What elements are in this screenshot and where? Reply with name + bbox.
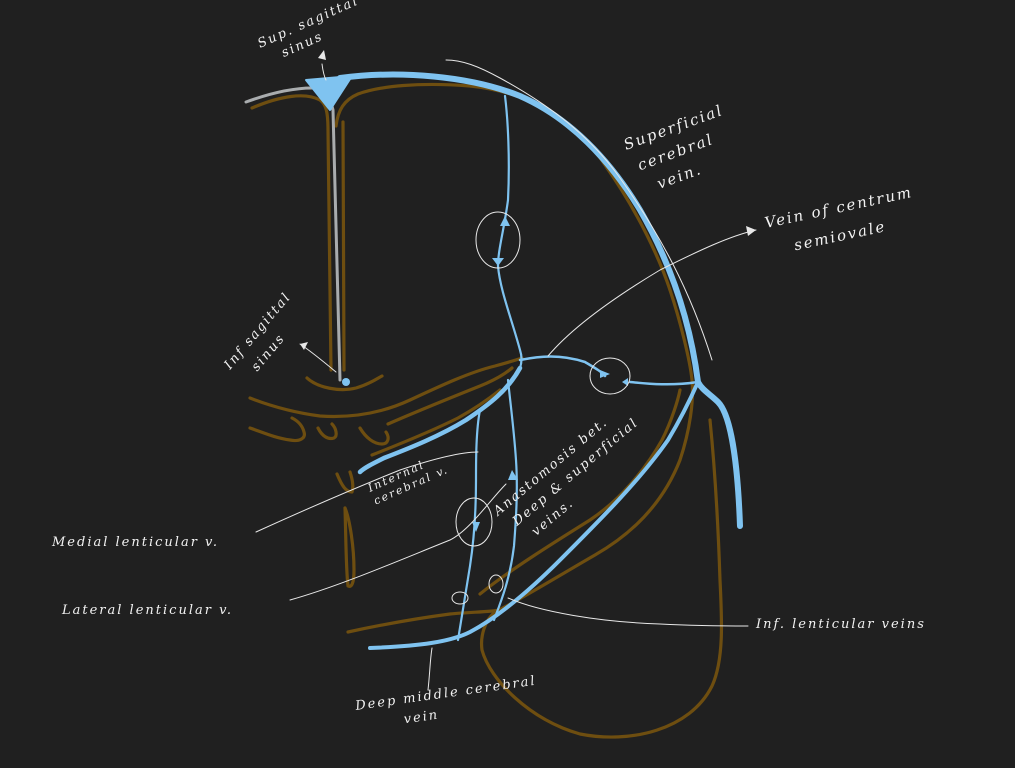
brain-outline <box>248 82 724 739</box>
vein-network <box>305 71 743 691</box>
inf-sagittal-sinus-dot <box>342 378 350 386</box>
sup-sagittal-sinus-shape <box>305 75 353 111</box>
medial-lenticular-vein-label: Medial lenticular v. <box>51 535 219 550</box>
leader-lines <box>255 50 757 627</box>
vein-centrum-semiovale-label: Vein of centrum semiovale <box>763 182 927 260</box>
deep-middle-cerebral-vein-label: Deep middle cerebral vein <box>353 673 546 734</box>
inf-lenticular-veins-label: Inf. lenticular veins <box>755 617 926 632</box>
sup-sagittal-sinus-label: Sup. sagittal sinus <box>256 0 375 68</box>
inf-sagittal-sinus-label: Inf sagittal sinus <box>221 285 315 388</box>
annotation-circles <box>451 211 631 605</box>
lateral-lenticular-vein-label: Lateral lenticular v. <box>61 603 233 618</box>
inf-sagittal-sinus-line <box>244 86 350 386</box>
superficial-cerebral-vein-label: Superficial cerebral vein. <box>621 99 748 199</box>
